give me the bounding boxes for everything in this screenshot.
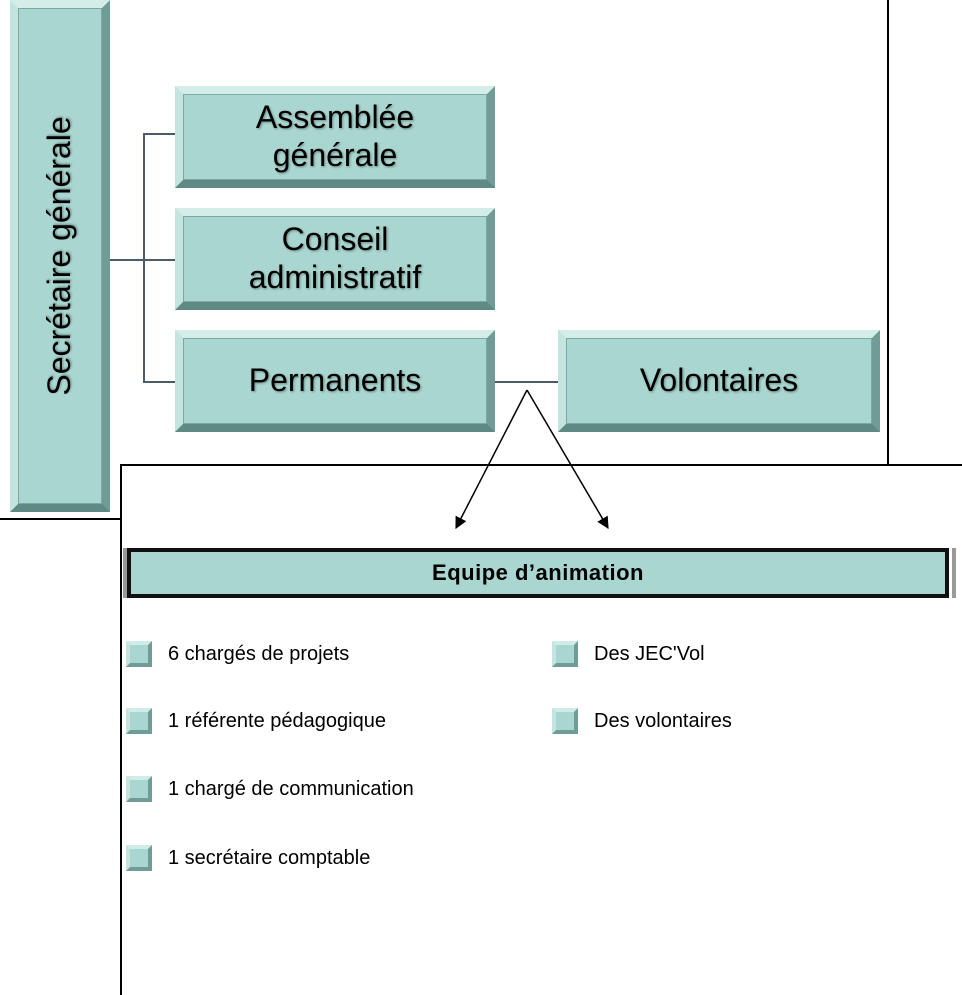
label-assemblee-generale: Assemblée générale [255,99,415,173]
list-item: 1 chargé de communication [126,776,414,802]
item-label: 1 secrétaire comptable [168,846,371,869]
square-bullet-icon [126,708,152,734]
connector-root [110,259,144,261]
square-bullet-icon [552,708,578,734]
item-label: 1 référente pédagogique [168,709,386,732]
panel-border-left [120,464,122,995]
arrow-right [526,389,609,530]
item-label: Des volontaires [594,709,732,732]
item-label: 1 chargé de communication [168,777,414,800]
list-item: 1 référente pédagogique [126,708,386,734]
box-assemblee-generale: Assemblée générale [175,86,495,188]
connector-child-2 [143,259,176,261]
connector-trunk [143,133,145,382]
connector-permanents-volontaires [494,381,560,383]
panel-border-top [120,464,962,466]
panel-title-bar: Equipe d’animation [127,548,949,598]
box-permanents: Permanents [175,330,495,432]
item-label: 6 chargés de projets [168,642,350,665]
bar-edge-left [123,548,127,598]
connector-child-3 [143,381,176,383]
box-conseil-administratif: Conseil administratif [175,208,495,310]
arrow-left [455,389,528,530]
square-bullet-icon [126,845,152,871]
diagram-frame-bottom [0,518,122,520]
list-item: Des volontaires [552,708,732,734]
label-volontaires: Volontaires [639,362,799,399]
connector-child-1 [143,133,176,135]
root-box: Secrétaire générale [10,0,110,512]
square-bullet-icon [126,776,152,802]
diagram-frame-right [887,0,889,466]
list-item: 6 chargés de projets [126,641,349,667]
item-label: Des JEC'Vol [594,642,705,665]
square-bullet-icon [126,641,152,667]
list-item: 1 secrétaire comptable [126,845,370,871]
label-conseil-administratif: Conseil administratif [248,221,422,295]
panel-title: Equipe d’animation [432,560,644,585]
label-permanents: Permanents [248,362,422,399]
list-item: Des JEC'Vol [552,641,705,667]
bar-edge-right [952,548,956,598]
box-volontaires: Volontaires [558,330,880,432]
square-bullet-icon [552,641,578,667]
